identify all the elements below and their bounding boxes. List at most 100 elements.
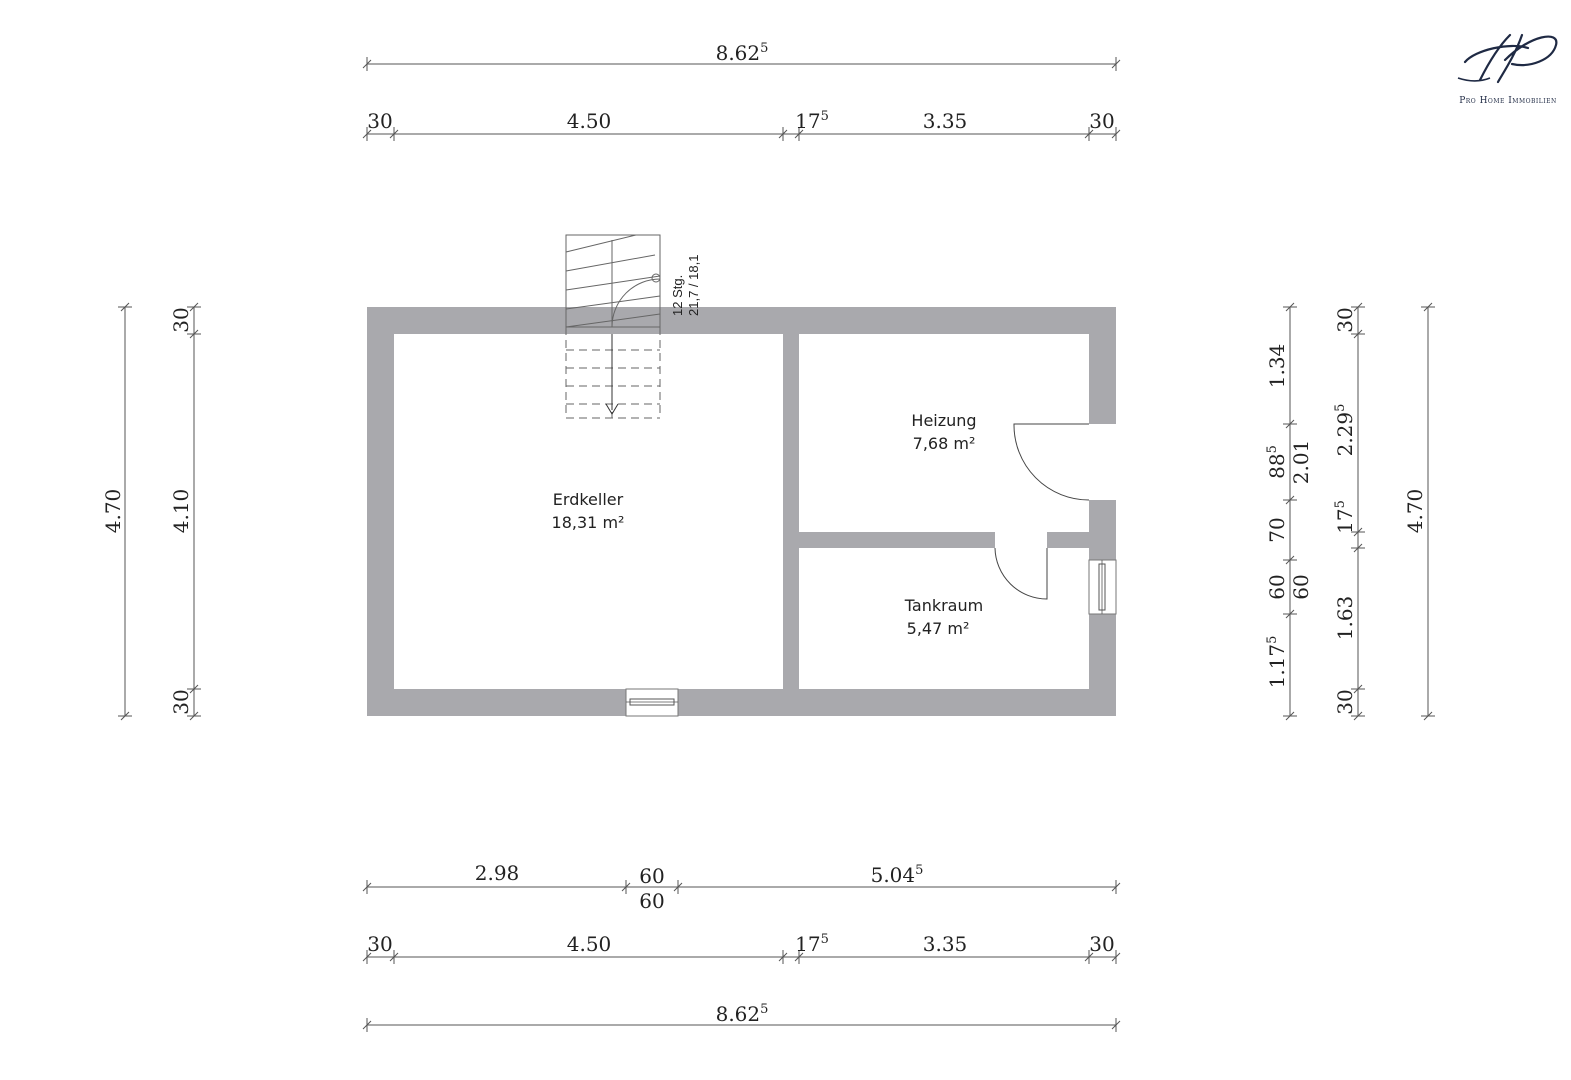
interior-wall-horizontal-left [799,532,995,548]
dim-tick-slash [1111,59,1121,69]
room-erdkeller-name: Erdkeller [553,490,624,509]
dim-tick-slash [1353,711,1363,721]
dim-bottom-open-label: 2.98 [475,861,520,885]
stair-ratio: 21,7 / 18,1 [686,255,701,316]
dim-right-a2-label: 60 [1289,574,1313,599]
interior-wall-vertical [783,334,799,689]
logo-swash [1457,77,1491,82]
brand-logo: Pro Home Immobilien [1457,33,1558,106]
dim-tick-slash [1084,129,1094,139]
outer-wall-top [367,307,1116,334]
dim-bottom-seg-label: 30 [1089,932,1114,956]
dim-tick-slash [1353,302,1363,312]
brand-name: Pro Home Immobilien [1459,96,1557,106]
dim-tick-slash [120,711,130,721]
dim-tick-slash [189,329,199,339]
logo-monogram [1463,33,1558,84]
dim-tick-slash [1353,329,1363,339]
dim-tick-slash [362,129,372,139]
dim-tick-slash [794,952,804,962]
dim-tick-slash [389,952,399,962]
dim-tick-slash [1423,711,1433,721]
outer-wall-left [367,307,394,716]
dim-right-b-label: 30 [1333,307,1357,332]
room-heizung-name: Heizung [911,411,976,430]
room-heizung-area: 7,68 m² [913,434,976,453]
interior-wall-horizontal-right [1047,532,1089,548]
dim-tick-slash [1353,543,1363,553]
dim-right-a-label: 1.34 [1265,344,1289,389]
dim-tick-slash [1285,302,1295,312]
dim-right-a-label: 1.175 [1265,636,1289,689]
dim-left-total-label: 4.70 [101,489,125,534]
dim-top-seg-label: 175 [795,109,829,133]
dim-right-b-label: 1.63 [1333,596,1357,641]
dim-tick-slash [362,882,372,892]
window-right [1088,559,1117,615]
dim-tick-slash [189,684,199,694]
dim-right-b-label: 30 [1333,689,1357,714]
stair-steps: 12 Stg. [670,275,685,316]
dim-tick-slash [1111,952,1121,962]
dim-tick-slash [1353,684,1363,694]
dim-left-seg-label: 4.10 [169,489,193,534]
dim-bottom-open-label: 60 [639,864,664,888]
dim-tick-slash [794,129,804,139]
dim-right-b-label: 2.295 [1333,404,1357,457]
dim-top-seg-label: 3.35 [923,109,968,133]
dim-tick-slash [1285,609,1295,619]
dim-tick-slash [778,952,788,962]
dim-top-seg-label: 30 [367,109,392,133]
dim-right-a2-label: 2.01 [1289,440,1313,485]
room-tankraum-name: Tankraum [904,596,983,615]
dim-tick-slash [1285,419,1295,429]
dim-tick-slash [1084,952,1094,962]
staircase [565,234,661,419]
dim-tick-slash [362,952,372,962]
room-tankraum-area: 5,47 m² [907,619,970,638]
outer-wall-right-upper [1089,307,1116,424]
dim-bottom-total-label: 8.625 [716,1002,769,1026]
dim-tick-slash [1353,527,1363,537]
dim-right-b-label: 175 [1333,500,1357,534]
dim-top-total-label: 8.625 [716,41,769,65]
dim-tick-slash [673,882,683,892]
dim-bottom-seg-label: 3.35 [923,932,968,956]
dim-tick-slash [621,882,631,892]
dim-left-seg-label: 30 [169,689,193,714]
dim-bottom-seg-label: 30 [367,932,392,956]
dim-tick-slash [189,302,199,312]
dim-tick-slash [1111,1020,1121,1030]
dim-top-seg-label: 30 [1089,109,1114,133]
dim-bottom-seg-label: 4.50 [567,932,612,956]
dim-tick-slash [1285,495,1295,505]
room-erdkeller-area: 18,31 m² [552,513,625,532]
stair-label: 12 Stg. 21,7 / 18,1 [670,255,701,316]
dim-right-a-label: 60 [1265,574,1289,599]
dim-tick-slash [1111,129,1121,139]
door-tankraum [994,547,1048,600]
door-heizung-exterior [1013,423,1090,501]
dim-left-seg-label: 30 [169,307,193,332]
walls [367,307,1116,716]
dim-top-seg-label: 4.50 [567,109,612,133]
dim-bottom-open-label: 5.045 [871,863,924,887]
dim-tick-slash [120,302,130,312]
dim-right-a-label: 885 [1265,445,1289,479]
dim-bottom-open-label: 60 [639,889,664,913]
dim-tick-slash [778,129,788,139]
dim-tick-slash [389,129,399,139]
outer-wall-bottom [367,689,1116,716]
dim-right-a-label: 70 [1265,517,1289,542]
window-bottom [625,688,679,717]
dim-tick-slash [1111,882,1121,892]
dim-tick-slash [1285,555,1295,565]
dim-bottom-seg-label: 175 [795,932,829,956]
dim-tick-slash [362,1020,372,1030]
dim-tick-slash [1285,711,1295,721]
dim-tick-slash [189,711,199,721]
dim-right-total-label: 4.70 [1403,489,1427,534]
dim-tick-slash [1423,302,1433,312]
